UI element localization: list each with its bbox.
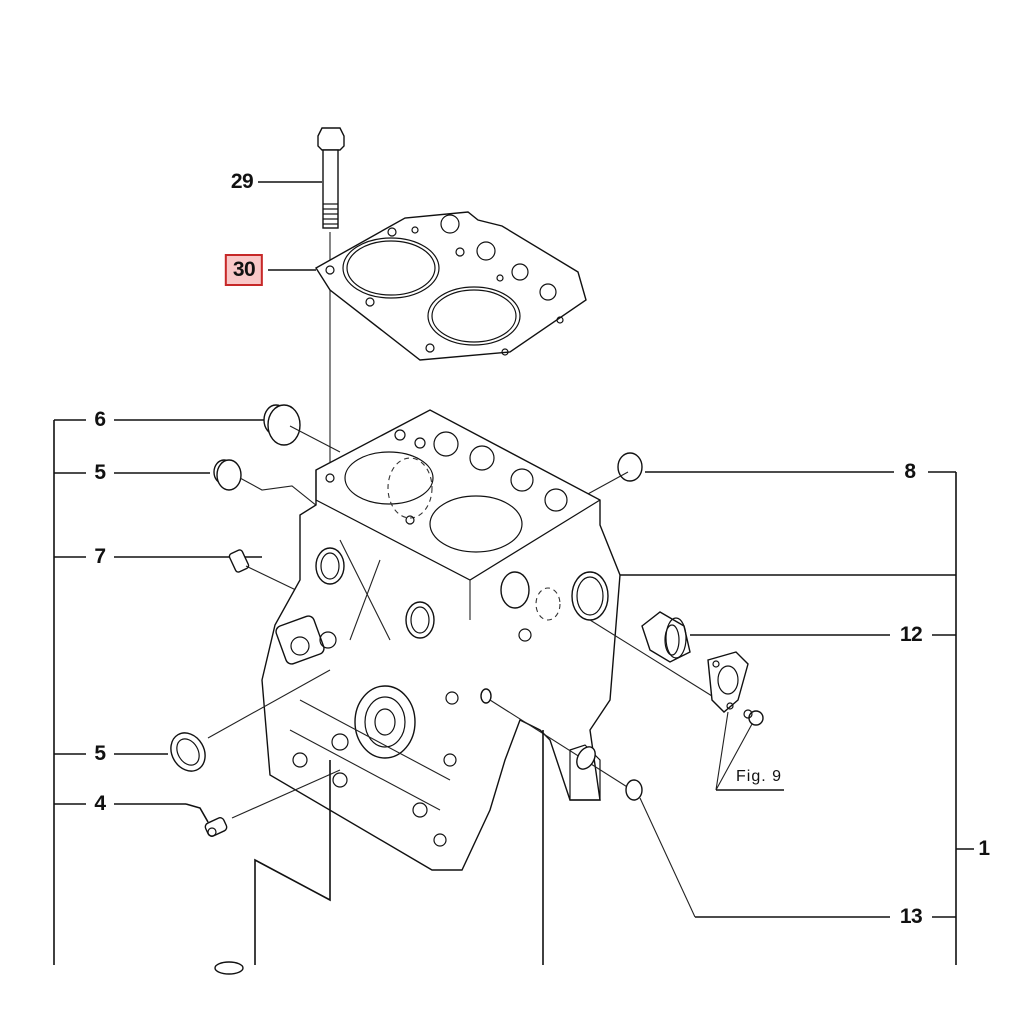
right-bracket [618,471,974,965]
o-ring-icon [480,688,696,918]
oil-seal-icon [170,669,331,772]
callout-4[interactable]: 4 [91,793,109,815]
expansion-plug-large-icon [263,404,341,453]
cylinder-block-icon [261,409,621,871]
callout-29[interactable]: 29 [227,171,257,193]
expansion-plug-right-icon [585,452,643,496]
lower-leader-lines [214,730,544,975]
head-bolt-icon [258,127,345,470]
camshaft-bushing-icon [641,611,691,663]
callout-7[interactable]: 7 [91,546,109,568]
callout-12[interactable]: 12 [896,624,926,646]
callout-5-lower[interactable]: 5 [91,743,109,765]
callout-8[interactable]: 8 [901,461,919,483]
drain-plug-icon [185,769,341,837]
callout-13[interactable]: 13 [896,906,926,928]
stud-plug-icon [228,549,301,593]
left-bracket [53,419,266,965]
expansion-plug-small-icon [213,459,323,511]
figure-reference-fig9[interactable]: Fig. 9 [736,768,783,785]
callout-30-highlighted[interactable]: 30 [224,254,264,286]
head-gasket-icon [268,211,587,361]
callout-1[interactable]: 1 [975,838,993,860]
callout-5-upper[interactable]: 5 [91,462,109,484]
callout-6[interactable]: 6 [91,409,109,431]
side-cover-icon [589,619,784,791]
